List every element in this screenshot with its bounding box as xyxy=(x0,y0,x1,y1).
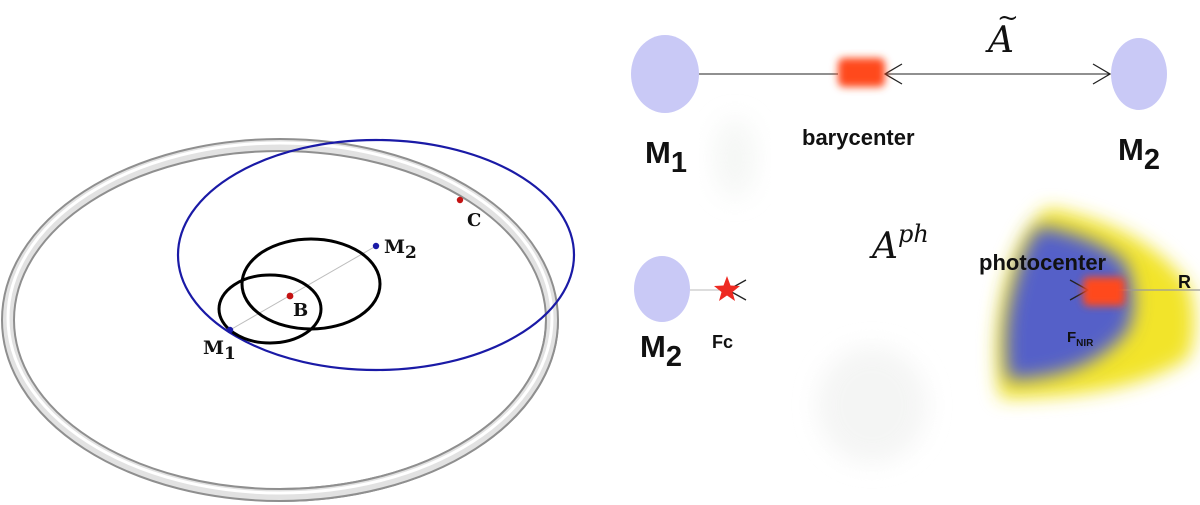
separation-symbol-a-ph: Aph xyxy=(869,220,929,267)
label-m1-top: M1 xyxy=(645,135,687,179)
star-dot-m1 xyxy=(226,326,234,334)
apsides-line xyxy=(229,245,377,331)
barycenter-dot xyxy=(286,292,294,300)
star-m2-bottom xyxy=(634,256,690,322)
svg-text:Aph: Aph xyxy=(869,220,929,267)
left-orbit-panel: M1 M2 B C xyxy=(1,138,576,502)
star-m1-top xyxy=(631,35,699,113)
label-m2-bottom: M2 xyxy=(640,329,682,373)
label-fc: Fc xyxy=(712,332,733,352)
label-r: R xyxy=(1178,272,1191,292)
separation-symbol-a-tilde: A ~ xyxy=(985,3,1019,61)
label-m2-top: M2 xyxy=(1118,132,1160,176)
faint-ghost-bottom xyxy=(817,347,927,463)
orbit-m1 xyxy=(217,273,323,345)
label-barycenter: barycenter xyxy=(802,125,915,150)
photocenter-marker xyxy=(1083,277,1125,306)
svg-text:~: ~ xyxy=(997,3,1019,33)
point-c-dot xyxy=(456,196,464,204)
label-c: C xyxy=(467,210,481,231)
star-dot-m2 xyxy=(372,242,380,250)
faint-ghost-top xyxy=(713,118,757,198)
barycenter-panel: M1 M2 barycenter A ~ xyxy=(631,3,1167,198)
orbit-m2 xyxy=(240,237,382,331)
fc-star-marker xyxy=(714,276,740,301)
label-b: B xyxy=(293,300,308,321)
photocenter-panel: M2 Fc photocenter R FNIR Aph xyxy=(634,208,1200,463)
outer-orbit xyxy=(176,138,576,372)
barycenter-marker xyxy=(838,58,885,87)
label-m1: M1 xyxy=(203,337,236,364)
star-m2-top xyxy=(1111,38,1167,110)
svg-text:A: A xyxy=(985,20,1014,61)
label-photocenter: photocenter xyxy=(979,250,1107,275)
label-f-nir: FNIR xyxy=(1067,329,1094,349)
label-m2: M2 xyxy=(384,236,417,263)
